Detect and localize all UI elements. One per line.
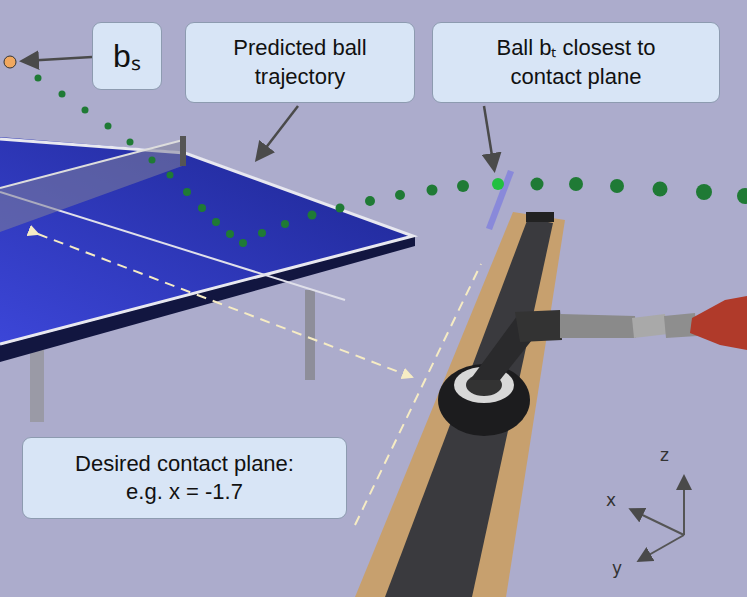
callout-text: Predicted ball trajectory [206, 34, 394, 90]
axis-label: x [606, 490, 616, 510]
rail-end [526, 212, 554, 222]
table-border [0, 139, 413, 344]
closest-ball [492, 178, 504, 190]
net-post [180, 136, 186, 166]
rail [355, 212, 565, 597]
callout-text: bₛ [113, 36, 141, 77]
robot-paddle [690, 296, 747, 350]
callout-box: Desired contact plane: e.g. x = -1.7 [22, 437, 347, 519]
rail-track [385, 218, 553, 597]
leader-arrow [484, 106, 494, 168]
axis-label: z [660, 445, 669, 465]
axis-label: y [612, 558, 622, 578]
leader-arrow [24, 57, 92, 61]
net [0, 140, 185, 232]
dashed-arrow [38, 234, 412, 377]
callout-box: Ball bₜ closest to contact plane [432, 22, 720, 103]
robot-link [560, 314, 636, 338]
table-leg [30, 350, 44, 422]
table-leg [305, 290, 315, 380]
callout-text: Desired contact plane: e.g. x = -1.7 [65, 450, 304, 506]
contact-plane-line [355, 264, 481, 525]
robot-link [515, 310, 562, 342]
callout-box: bₛ [92, 22, 162, 90]
net-top [0, 140, 183, 188]
leader-arrow [258, 106, 298, 158]
callout-text: Ball bₜ closest to contact plane [467, 34, 685, 90]
robot-link [632, 314, 668, 338]
callout-box: Predicted ball trajectory [185, 22, 415, 103]
table-top [0, 137, 415, 345]
start-ball [4, 56, 16, 68]
axes [632, 478, 684, 560]
